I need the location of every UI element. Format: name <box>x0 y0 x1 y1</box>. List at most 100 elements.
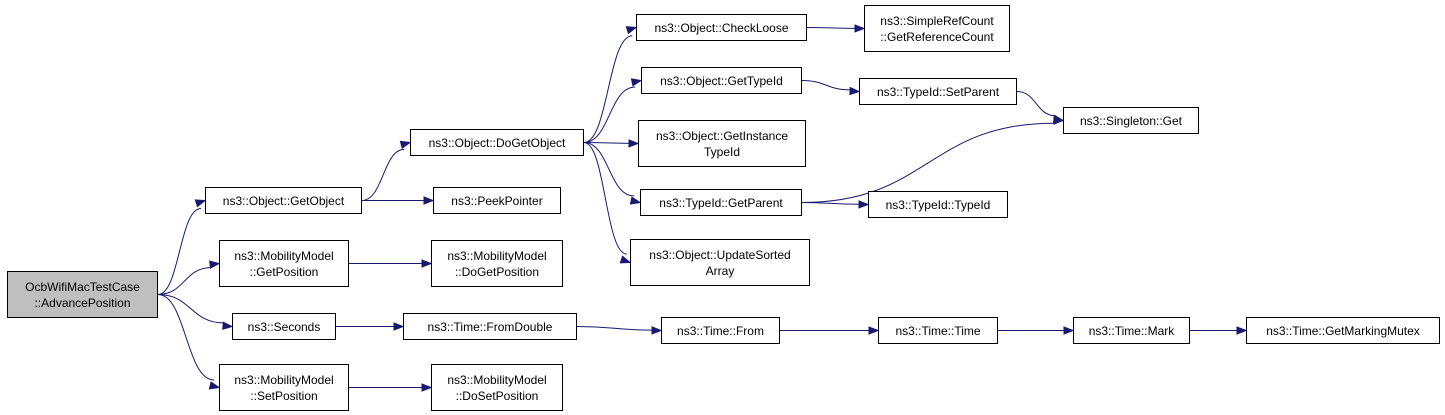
edge-arrowhead <box>868 326 880 335</box>
node-label: ns3::Time::Time <box>895 323 981 338</box>
node-label-line-1: ns3::MobilityModel <box>234 248 334 263</box>
edge-arrowhead <box>209 260 221 269</box>
node-typeid-setparent[interactable]: ns3::TypeId::SetParent <box>859 78 1017 105</box>
node-peekpointer[interactable]: ns3::PeekPointer <box>433 187 561 214</box>
edge-line <box>583 142 630 144</box>
edge-time_mark-to-get_marking_mutex <box>1190 326 1248 335</box>
node-label: ns3::Object::CheckLoose <box>654 20 789 35</box>
node-mobilitymodel-setposition[interactable]: ns3::MobilityModel ::SetPosition <box>219 364 349 411</box>
node-object-dogetobject[interactable]: ns3::Object::DoGetObject <box>410 129 584 156</box>
edge-line <box>1016 91 1056 117</box>
edge-line <box>583 142 627 255</box>
edge-get_object-to-do_get_object <box>361 140 412 201</box>
edge-root-to-get_object <box>157 199 207 295</box>
edge-arrowhead <box>393 322 405 331</box>
edge-arrowhead <box>222 321 234 330</box>
edge-root-to-mm_set_position <box>157 294 221 390</box>
node-label-line-1: ns3::SimpleRefCount <box>880 13 994 28</box>
edge-do_get_object-to-get_instance_type_id <box>583 139 640 148</box>
node-label: ns3::Time::Mark <box>1088 323 1175 338</box>
node-label-line-2: Array <box>705 263 735 278</box>
node-object-gettypeid[interactable]: ns3::Object::GetTypeId <box>641 67 802 94</box>
node-object-updatesortedarray[interactable]: ns3::Object::UpdateSorted Array <box>630 239 810 286</box>
edge-arrowhead <box>619 255 632 264</box>
node-simplerefcount-getreferencecount[interactable]: ns3::SimpleRefCount ::GetReferenceCount <box>864 5 1010 52</box>
node-label: ns3::TypeId::SetParent <box>876 84 1000 99</box>
node-label: ns3::Time::From <box>677 323 764 338</box>
edge-line <box>806 27 856 29</box>
node-mobilitymodel-getposition[interactable]: ns3::MobilityModel ::GetPosition <box>219 240 349 287</box>
node-singleton-get[interactable]: ns3::Singleton::Get <box>1063 107 1199 134</box>
node-label-line-1: ns3::Object::GetInstance <box>655 128 789 143</box>
node-label-line-1: ns3::Object::UpdateSorted <box>649 247 791 262</box>
edge-line <box>801 80 851 91</box>
edge-line <box>576 326 653 331</box>
node-label: ns3::Object::GetObject <box>222 193 345 208</box>
node-label-line-1: ns3::MobilityModel <box>447 248 547 263</box>
node-time-from[interactable]: ns3::Time::From <box>661 317 780 344</box>
edge-do_get_object-to-update_sorted_array <box>583 142 632 264</box>
node-label-line-2: ::GetReferenceCount <box>880 29 994 44</box>
node-label: ns3::Object::DoGetObject <box>428 135 566 150</box>
node-label-line-1: OcbWifiMacTestCase <box>25 279 140 294</box>
edge-line <box>583 35 633 143</box>
edge-time_time-to-time_mark <box>998 326 1075 335</box>
node-label-line-1: ns3::MobilityModel <box>234 372 334 387</box>
node-mobilitymodel-dogetposition[interactable]: ns3::MobilityModel ::DoGetPosition <box>431 240 563 287</box>
edge-arrowhead <box>630 78 643 87</box>
node-label-line-2: ::SetPosition <box>250 388 318 403</box>
edge-arrowhead <box>625 26 638 35</box>
edge-do_get_object-to-check_loose <box>583 26 638 143</box>
edge-type_id_set_parent-to-singleton_get <box>1016 91 1065 123</box>
node-label-line-2: ::AdvancePosition <box>34 295 131 310</box>
node-label: ns3::Time::GetMarkingMutex <box>1266 323 1420 338</box>
node-label: ns3::Object::GetTypeId <box>660 73 783 88</box>
node-time-fromdouble[interactable]: ns3::Time::FromDouble <box>403 313 577 340</box>
node-label-line-2: TypeId <box>703 144 741 159</box>
node-ocbwifimactestcase-advanceposition: OcbWifiMacTestCase ::AdvancePosition <box>7 271 158 318</box>
node-label: ns3::TypeId::TypeId <box>885 197 991 212</box>
node-typeid-typeid[interactable]: ns3::TypeId::TypeId <box>868 191 1008 218</box>
node-time-getmarkingmutex[interactable]: ns3::Time::GetMarkingMutex <box>1246 317 1440 344</box>
edge-arrowhead <box>1236 326 1248 335</box>
edge-line <box>157 294 224 324</box>
edge-seconds-to-time_from_double <box>336 322 405 331</box>
node-label-line-2: ::DoGetPosition <box>454 264 540 279</box>
edge-arrowhead <box>421 259 433 268</box>
node-label: ns3::Time::FromDouble <box>427 319 553 334</box>
edge-root-to-mm_get_position <box>157 260 221 295</box>
node-label-line-1: ns3::MobilityModel <box>447 372 547 387</box>
edge-check_loose-to-simple_ref_count <box>806 24 866 33</box>
node-object-getobject[interactable]: ns3::Object::GetObject <box>205 187 362 214</box>
edge-arrowhead <box>628 139 640 148</box>
edge-arrowhead <box>629 196 642 205</box>
node-label-line-2: ::GetPosition <box>249 264 319 279</box>
node-time-time[interactable]: ns3::Time::Time <box>878 317 998 344</box>
edge-line <box>157 294 215 381</box>
edge-type_id_get_parent-to-type_id_type_id <box>801 200 870 209</box>
edge-arrowhead <box>1052 114 1065 123</box>
edge-arrowhead <box>1063 326 1075 335</box>
node-seconds[interactable]: ns3::Seconds <box>232 313 336 340</box>
node-typeid-getparent[interactable]: ns3::TypeId::GetParent <box>640 189 802 216</box>
edge-mm_get_position-to-mm_do_get_position <box>349 259 433 268</box>
node-object-checkloose[interactable]: ns3::Object::CheckLoose <box>636 14 807 41</box>
node-label: ns3::PeekPointer <box>451 193 543 208</box>
edge-root-to-seconds <box>157 294 234 330</box>
edge-line <box>157 208 202 295</box>
edge-arrowhead <box>858 200 870 209</box>
edge-line <box>583 142 634 197</box>
edge-do_get_object-to-get_type_id <box>583 78 643 143</box>
edge-get_type_id-to-type_id_set_parent <box>801 80 861 96</box>
edge-time_from-to-time_time <box>780 326 880 335</box>
edge-arrowhead <box>421 383 433 392</box>
node-label-line-2: ::DoSetPosition <box>455 388 539 403</box>
node-object-getinstancetypeid[interactable]: ns3::Object::GetInstance TypeId <box>638 120 806 167</box>
edge-do_get_object-to-type_id_get_parent <box>583 142 642 205</box>
edge-arrowhead <box>208 381 221 390</box>
node-time-mark[interactable]: ns3::Time::Mark <box>1073 317 1190 344</box>
edge-line <box>583 86 635 143</box>
node-mobilitymodel-dosetposition[interactable]: ns3::MobilityModel ::DoSetPosition <box>431 364 563 411</box>
